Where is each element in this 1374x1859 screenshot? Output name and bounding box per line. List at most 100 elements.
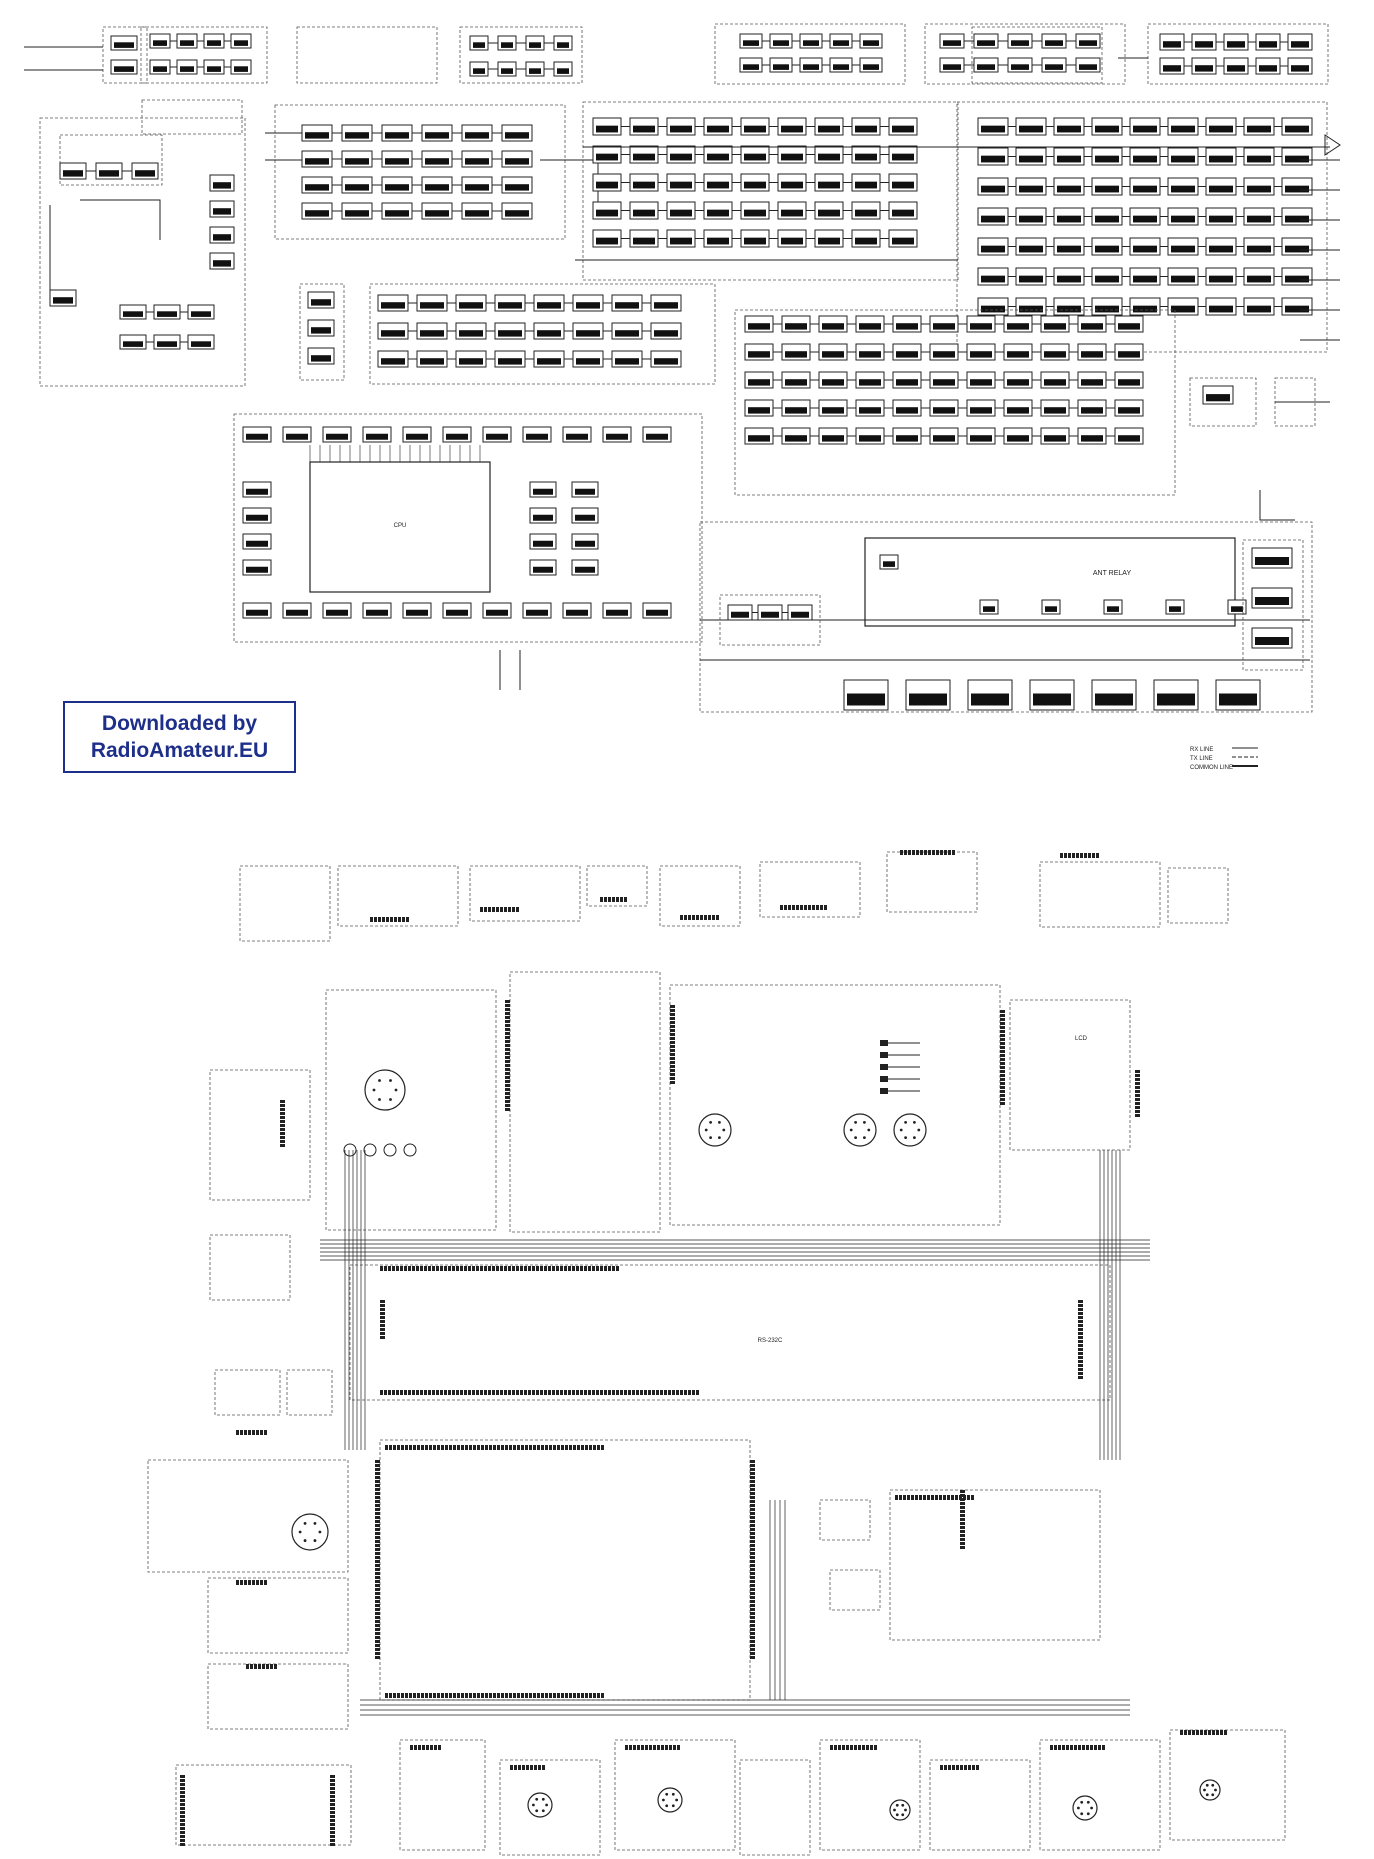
block-fill [1118, 407, 1140, 414]
circuit-block [666, 173, 696, 192]
connector-pin [573, 1445, 576, 1450]
connector-pin [911, 1495, 914, 1500]
circuit-block [727, 604, 753, 621]
connector-pin [608, 1390, 611, 1395]
connector-pin [596, 1266, 599, 1271]
jack [1072, 1795, 1098, 1821]
block-fill [420, 358, 444, 365]
block-fill [246, 566, 268, 573]
circuit-block [1015, 297, 1047, 316]
circuit-block [1114, 371, 1144, 389]
connector-pin [1092, 853, 1095, 858]
jack-pin [704, 1128, 708, 1132]
block-fill [970, 379, 992, 386]
connector-pin [936, 850, 939, 855]
unit-frame [929, 1759, 1031, 1851]
block-fill [743, 40, 759, 46]
connector-pin [375, 1572, 380, 1575]
connector-pin [576, 1266, 579, 1271]
block-fill [1107, 606, 1119, 612]
circuit-block [1281, 147, 1313, 166]
circuit-block [1007, 57, 1033, 73]
connector-pin [1068, 853, 1071, 858]
block-fill [633, 181, 655, 189]
circuit-block [851, 229, 881, 248]
connector-pin [505, 1108, 510, 1111]
connector-pin [512, 907, 515, 912]
jack-pin [1080, 1800, 1084, 1804]
connector-pin [750, 1552, 755, 1555]
block-diagram [24, 23, 1341, 713]
block-fill [537, 358, 561, 365]
connector-pin [750, 1528, 755, 1531]
block-fill [744, 153, 766, 161]
connector-pin [1078, 1316, 1083, 1319]
block-fill [157, 341, 177, 347]
connector-pin [1000, 1050, 1005, 1053]
circuit-block [1205, 297, 1237, 316]
connector-pin [971, 1495, 974, 1500]
block-fill [1118, 379, 1140, 386]
block-fill [529, 68, 541, 74]
legend-tx-label: TX LINE [1190, 756, 1213, 762]
connector-pin [505, 1028, 510, 1031]
circuit-block [740, 173, 770, 192]
connector-pin [428, 1266, 431, 1271]
connector-pin [375, 1552, 380, 1555]
circuit-block [1243, 207, 1275, 226]
connector-pin [1000, 1102, 1005, 1105]
connector-pin [593, 1693, 596, 1698]
block-fill [1227, 65, 1245, 72]
speaker-icon [1324, 134, 1341, 156]
connector-pin [505, 1100, 510, 1103]
block-fill [818, 125, 840, 133]
connector-pin [1070, 1745, 1073, 1750]
unit-frame [734, 309, 1176, 496]
connector-pin [375, 1492, 380, 1495]
circuit-block [1015, 267, 1047, 286]
circuit-block [533, 294, 565, 312]
connector-pin [510, 1765, 513, 1770]
jack-pin [863, 1136, 866, 1140]
connector-pin [375, 1480, 380, 1483]
circuit-block [703, 117, 733, 136]
connector-pin [280, 1108, 285, 1111]
connector-pin [648, 1390, 651, 1395]
connector-pin [625, 1745, 628, 1750]
circuit-block [421, 202, 453, 220]
connector-pin [375, 1644, 380, 1647]
connector-pin [1058, 1745, 1061, 1750]
circuit-block [629, 229, 659, 248]
connector-pin [1000, 1086, 1005, 1089]
unit-frame [379, 1439, 751, 1701]
connector-pin [692, 915, 695, 920]
block-fill [305, 158, 329, 165]
connector-pin [505, 1032, 510, 1035]
connector [330, 1775, 335, 1846]
connector-pin [280, 1116, 285, 1119]
block-fill [1247, 245, 1271, 253]
connector-pin [928, 850, 931, 855]
connector-pin [330, 1823, 335, 1826]
block-fill [818, 237, 840, 245]
circuit-block [843, 679, 889, 711]
connector-pin [542, 1765, 545, 1770]
connector-pin [489, 1693, 492, 1698]
circuit-block [777, 229, 807, 248]
circuit-block [455, 350, 487, 368]
connector-pin [437, 1693, 440, 1698]
connector-pin [456, 1266, 459, 1271]
circuit-block [1153, 679, 1199, 711]
circuit-block [1167, 147, 1199, 166]
connector [1060, 853, 1099, 858]
connector-pin [952, 850, 955, 855]
circuit-block [1077, 427, 1107, 445]
connector-pin [644, 1390, 647, 1395]
connector-pin [375, 1536, 380, 1539]
circuit-block [529, 507, 557, 524]
connector-pin [670, 1053, 675, 1056]
connector-pin [375, 1584, 380, 1587]
circuit-block [977, 177, 1009, 196]
circuit-block [740, 145, 770, 164]
block-fill [1057, 125, 1081, 133]
